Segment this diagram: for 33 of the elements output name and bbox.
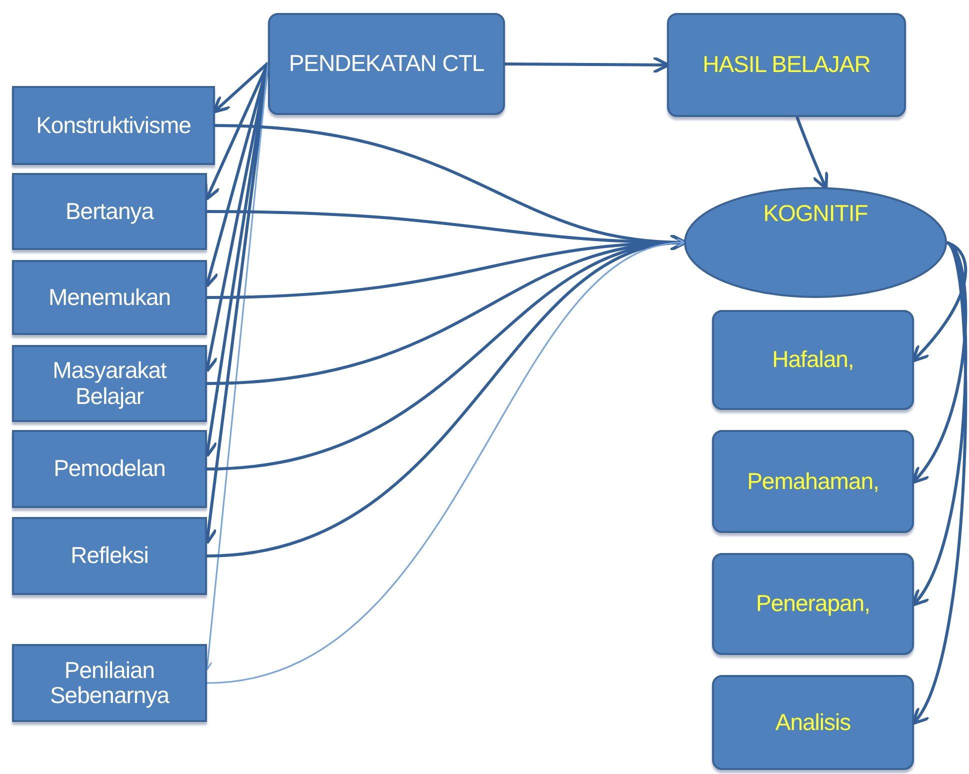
arrow <box>912 242 968 726</box>
process-box <box>12 517 207 595</box>
node-label: Pemahaman, <box>747 468 879 494</box>
process-box <box>12 260 207 335</box>
process-box <box>667 13 906 117</box>
node-label: Menemukan <box>48 284 171 310</box>
process-box <box>712 310 914 410</box>
node-label: PENDEKATAN CTL <box>288 51 484 77</box>
process-box <box>712 430 914 533</box>
process-box <box>12 430 207 508</box>
process-box <box>712 675 914 770</box>
process-box <box>268 13 505 115</box>
node-label: Konstruktivisme <box>36 112 191 138</box>
arrow <box>796 116 828 190</box>
node-label: Pemodelan <box>54 456 166 482</box>
node-label: Analisis <box>775 710 851 736</box>
node-label: Refleksi <box>70 543 148 569</box>
node-label: HASIL BELAJAR <box>702 52 870 78</box>
node-label: Penerapan, <box>756 591 870 617</box>
process-box <box>12 86 215 165</box>
ellipse-node <box>684 187 947 298</box>
process-box <box>12 644 207 722</box>
arrow <box>912 241 968 484</box>
arrow <box>206 239 686 684</box>
process-box <box>712 553 914 655</box>
process-box <box>12 173 207 250</box>
node-label: Penilaian Sebenarnya <box>48 658 170 708</box>
arrow <box>912 242 968 607</box>
node-label: Masyarakat Belajar <box>52 358 168 409</box>
process-box <box>12 345 207 422</box>
node-label: Bertanya <box>65 198 154 224</box>
node-label: KOGNITIF <box>763 201 868 226</box>
node-label: Hafalan, <box>772 347 854 373</box>
